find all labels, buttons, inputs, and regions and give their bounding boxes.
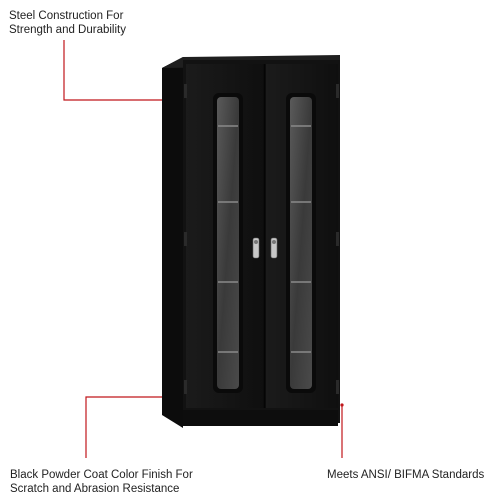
- callout-line-steel: [63, 40, 168, 101]
- cabinet-side-panel: [162, 57, 183, 428]
- callout-lines: [63, 40, 343, 458]
- left-window-glass: [217, 97, 239, 389]
- callout-bifma: Meets ANSI/ BIFMA Standards: [327, 469, 485, 481]
- cabinet-base: [183, 410, 338, 426]
- callout-steel-construction: Steel Construction For Strength and Dura…: [9, 10, 126, 36]
- callout-dot-bifma: [340, 403, 344, 407]
- storage-cabinet: [162, 55, 340, 428]
- callout-powder-coat: Black Powder Coat Color Finish For Scrat…: [10, 469, 193, 495]
- hinges: [184, 84, 339, 394]
- door-handles: [252, 237, 278, 259]
- shelves: [218, 125, 311, 353]
- right-lock-icon: [272, 240, 276, 244]
- callout-line-black: [85, 396, 183, 458]
- right-window-glass: [290, 97, 312, 389]
- left-lock-icon: [254, 240, 258, 244]
